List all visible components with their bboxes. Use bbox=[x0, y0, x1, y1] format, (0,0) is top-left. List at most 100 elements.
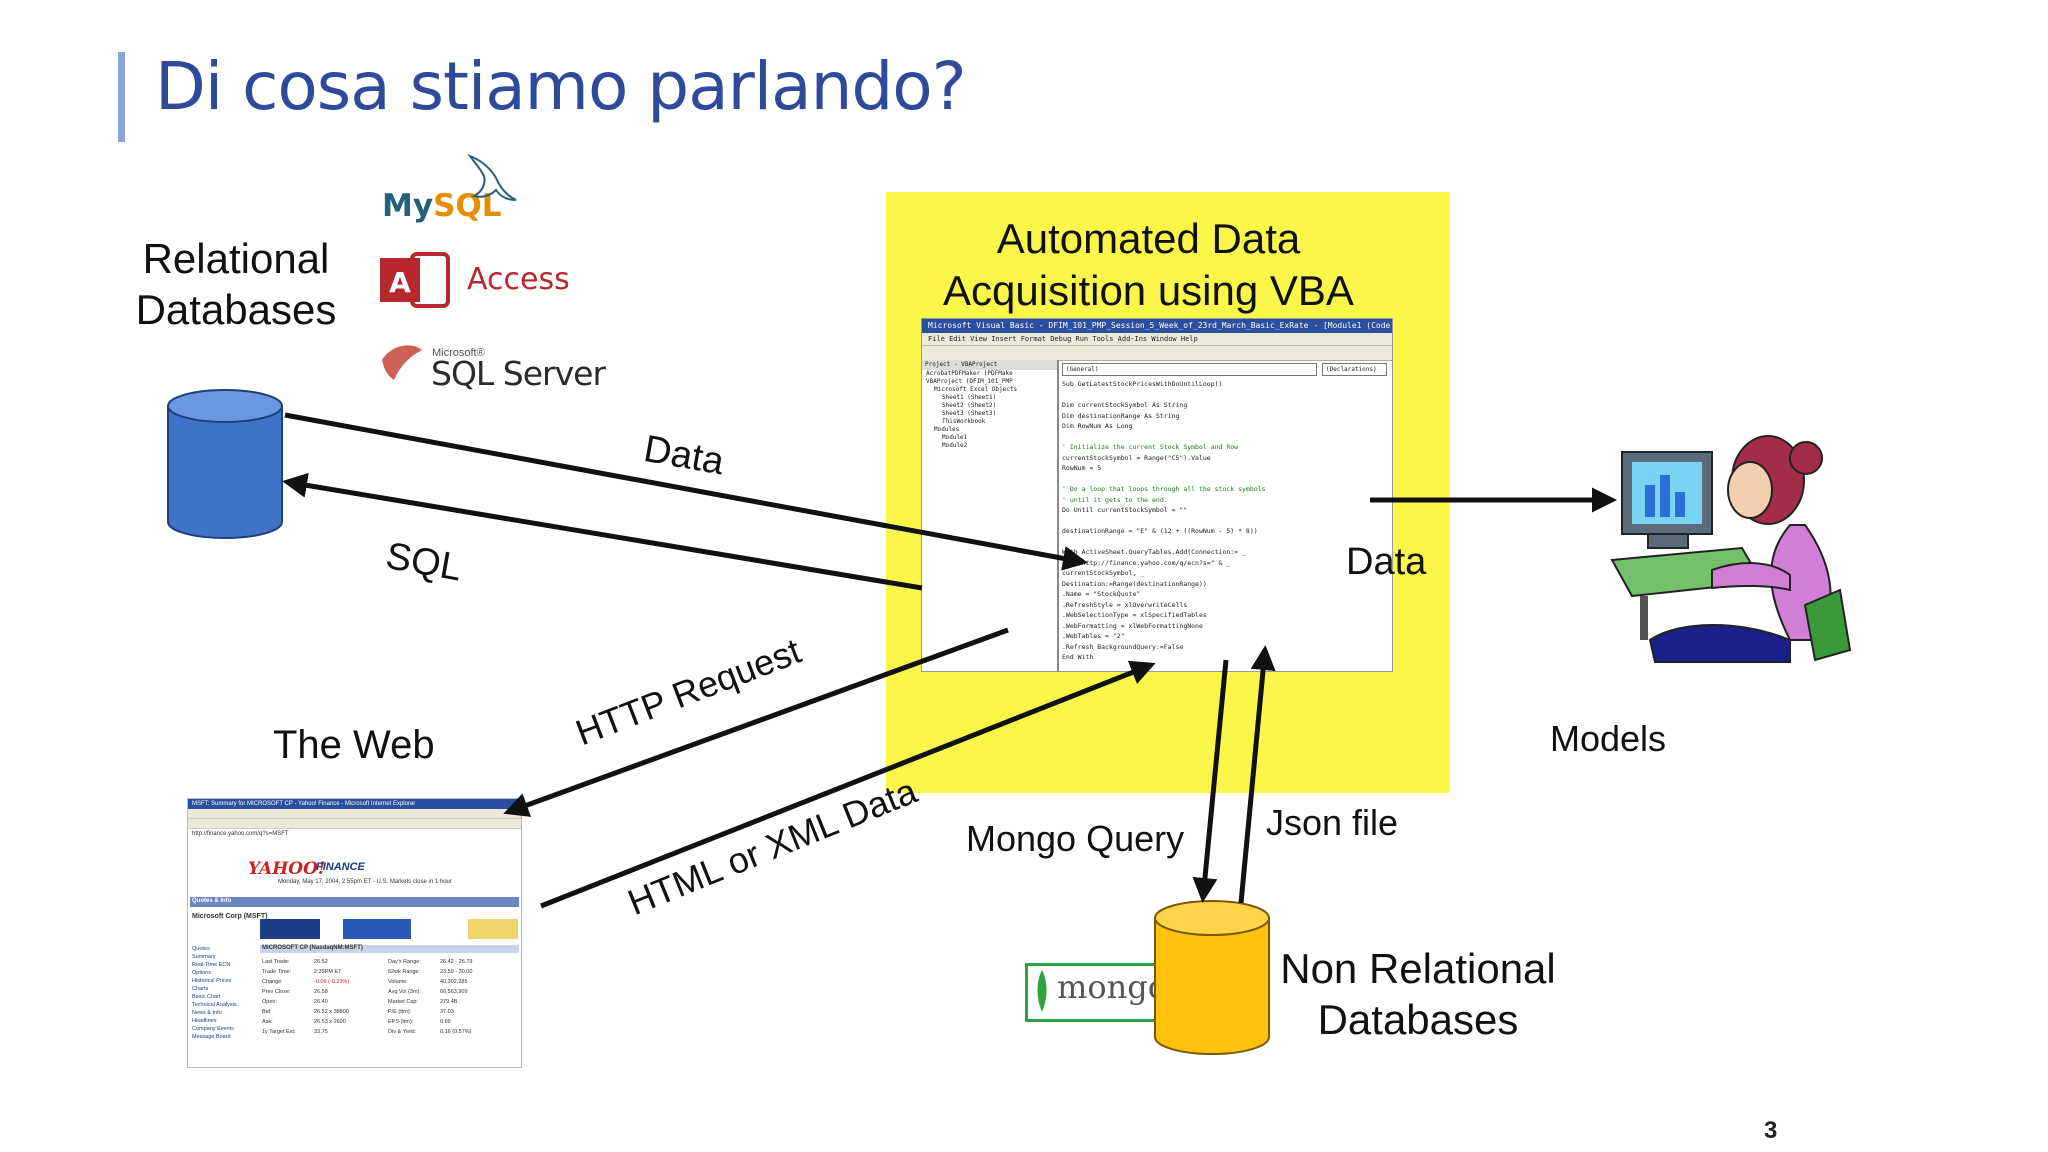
vba-tree-item: AcrobatPDFMaker (PDFMake bbox=[926, 370, 1013, 377]
web-date-line: Monday, May 17, 2004, 2:55pm ET - U.S. M… bbox=[278, 879, 452, 885]
vba-editor-screenshot: Microsoft Visual Basic - DFIM_101_PMP_Se… bbox=[921, 318, 1393, 672]
arrow-mongo-query bbox=[1192, 659, 1229, 903]
web-stat-value: 26.58 bbox=[314, 989, 328, 995]
vba-code-line: "URL;http://finance.yahoo.com/q/ecn?s=" … bbox=[1062, 558, 1231, 567]
vba-tree-item: ThisWorkbook bbox=[942, 418, 986, 425]
web-stat-value: 26.52 bbox=[314, 959, 328, 965]
web-stat-key: Day's Range: bbox=[388, 959, 421, 965]
relational-db-icon bbox=[167, 389, 283, 539]
web-menu-bar bbox=[188, 809, 521, 819]
web-stat-value: 0.69 bbox=[440, 1019, 451, 1025]
vba-code-line: ' until it gets to the end. bbox=[1062, 495, 1168, 504]
relational-line1: Relational bbox=[142, 235, 330, 282]
arrow-http-request bbox=[503, 627, 1009, 817]
web-stat-value: 23.59 - 30.00 bbox=[440, 969, 473, 975]
vba-tree-item: Sheet2 (Sheet2) bbox=[942, 402, 997, 409]
web-stat-row: Div & Yield:0.16 (0.57%) bbox=[388, 1027, 472, 1037]
web-stats-header: MICROSOFT CP (NasdaqNM:MSFT) bbox=[262, 945, 363, 951]
web-stat-row: Day's Range:26.42 - 26.79 bbox=[388, 957, 472, 967]
arrow-data-to-vba bbox=[284, 412, 1088, 571]
data-right-label: Data bbox=[1346, 541, 1427, 583]
web-stat-value: 40,302,285 bbox=[440, 979, 468, 985]
page-number: 3 bbox=[1764, 1117, 1778, 1144]
slide-title: Di cosa stiamo parlando? bbox=[155, 48, 967, 125]
vba-code-line: ' Initialize the current Stock Symbol an… bbox=[1062, 443, 1239, 451]
vba-code-line: ' Do a loop that loops through all the s… bbox=[1062, 485, 1266, 493]
web-stat-value: 26.40 bbox=[314, 999, 328, 1005]
web-stat-key: P/E (ttm): bbox=[388, 1009, 412, 1015]
vba-tree-item: Modules bbox=[934, 426, 960, 433]
web-ad-2 bbox=[343, 919, 411, 939]
vba-tree-item: Module2 bbox=[942, 442, 968, 449]
title-accent-bar bbox=[118, 52, 125, 142]
vba-code-line: RowNum = 5 bbox=[1062, 464, 1102, 472]
relational-databases-label: Relational Databases bbox=[120, 233, 352, 335]
web-stat-row: Ask:26.53 x 2600 bbox=[262, 1017, 349, 1027]
sqlserver-logo-text: SQL Server bbox=[431, 354, 606, 393]
vba-code-line: destinationRange = "E" & (12 + ((RowNum … bbox=[1062, 527, 1258, 535]
web-stat-key: Open: bbox=[262, 999, 277, 1005]
web-stat-row: Avg Vol (3m):66,563,909 bbox=[388, 987, 472, 997]
web-stat-row: Volume: 40,302,285 bbox=[388, 977, 472, 987]
vba-tree-item: VBAProject (DFIM_101_PMP bbox=[926, 378, 1013, 385]
web-section-label: Quotes & Info bbox=[192, 898, 232, 904]
svg-text:A: A bbox=[389, 266, 411, 299]
vba-project-explorer: Project - VBAProject AcrobatPDFMaker (PD… bbox=[922, 360, 1059, 671]
web-stat-row: 52wk Range: 23.59 - 30.00 bbox=[388, 967, 472, 977]
vba-code-line: .WebSelectionType = xlSpecifiedTables bbox=[1062, 611, 1207, 619]
web-stat-key: EPS (ttm): bbox=[388, 1019, 414, 1025]
web-ad-1 bbox=[260, 919, 320, 939]
vba-code-line: Dim currentStockSymbol As String bbox=[1062, 401, 1188, 409]
vba-code-line: Destination:=Range(destinationRange)) bbox=[1062, 579, 1207, 588]
vba-proc-combo: (Declarations) bbox=[1322, 363, 1387, 376]
vba-tree-item: Sheet3 (Sheet3) bbox=[942, 410, 997, 417]
web-stat-row: Prev Close:26.58 bbox=[262, 987, 349, 997]
mysql-my: My bbox=[382, 188, 434, 224]
yahoo-logo: YAHOO! bbox=[248, 859, 326, 879]
vba-tree-item: Module1 bbox=[942, 434, 968, 441]
web-stat-key: 52wk Range: bbox=[388, 969, 421, 975]
arrow-json-file bbox=[1238, 645, 1276, 904]
web-stat-key: Volume: bbox=[388, 979, 408, 985]
the-web-label: The Web bbox=[273, 723, 435, 767]
web-left-link: Options bbox=[192, 970, 211, 976]
vba-object-combo: (General) bbox=[1062, 363, 1317, 376]
vba-heading: Automated Data Acquisition using VBA bbox=[886, 213, 1411, 317]
web-stat-key: Ask: bbox=[262, 1019, 273, 1025]
web-stat-key: Bid: bbox=[262, 1009, 272, 1015]
vba-code-line: Do Until currentStockSymbol = "" bbox=[1062, 506, 1188, 514]
vba-code-lines: Sub GetLatestStockPricesWithDoUntilLoop(… bbox=[1062, 379, 1390, 663]
nonrelational-databases-label: Non Relational Databases bbox=[1270, 943, 1566, 1045]
web-stat-key: Market Cap: bbox=[388, 999, 418, 1005]
web-stat-key: Change: bbox=[262, 979, 283, 985]
web-stat-value: -0.06 (-0.23%) bbox=[314, 979, 350, 985]
vba-code-line: Dim destinationRange As String bbox=[1062, 411, 1180, 420]
web-stat-key: 1y Target Est: bbox=[262, 1029, 296, 1035]
relational-line2: Databases bbox=[135, 286, 337, 333]
web-left-link: Real-Time ECN bbox=[192, 962, 231, 968]
web-stat-value: 2:39PM ET bbox=[314, 969, 342, 975]
web-section-bar bbox=[190, 897, 519, 907]
web-left-link: Summary bbox=[192, 954, 216, 960]
web-stat-key: Div & Yield: bbox=[388, 1029, 417, 1035]
vba-code-line: Sub GetLatestStockPricesWithDoUntilLoop(… bbox=[1062, 380, 1223, 388]
vba-tree-item: Sheet1 (Sheet1) bbox=[942, 394, 997, 401]
web-left-link: Charts bbox=[192, 986, 209, 992]
vba-code-line: .Refresh BackgroundQuery:=False bbox=[1062, 642, 1184, 651]
vba-code-line: .WebFormatting = xlWebFormattingNone bbox=[1062, 621, 1203, 630]
web-left-link: Basic Chart bbox=[192, 994, 221, 1000]
mongo-query-label: Mongo Query bbox=[966, 818, 1185, 859]
vba-code-line: .WebTables = "2" bbox=[1062, 632, 1125, 640]
web-company: Microsoft Corp (MSFT) bbox=[192, 913, 268, 920]
sqlserver-microsoft-text: Microsoft® bbox=[432, 347, 485, 359]
web-left-link: Quotes bbox=[192, 946, 210, 952]
vba-code-line: .Name = "StockQuote" bbox=[1062, 590, 1141, 598]
web-left-link: Headlines bbox=[192, 1018, 217, 1024]
web-stat-value: 279.4B bbox=[440, 999, 458, 1005]
web-ad-3 bbox=[468, 919, 518, 939]
web-stat-row: Market Cap: 279.4B bbox=[388, 997, 472, 1007]
web-stat-row: Change: -0.06 (-0.23%) bbox=[262, 977, 349, 987]
web-stat-row: EPS (ttm): 0.69 bbox=[388, 1017, 472, 1027]
web-stat-row: Trade Time:2:39PM ET bbox=[262, 967, 349, 977]
arrow-html-xml-data bbox=[540, 660, 1156, 909]
